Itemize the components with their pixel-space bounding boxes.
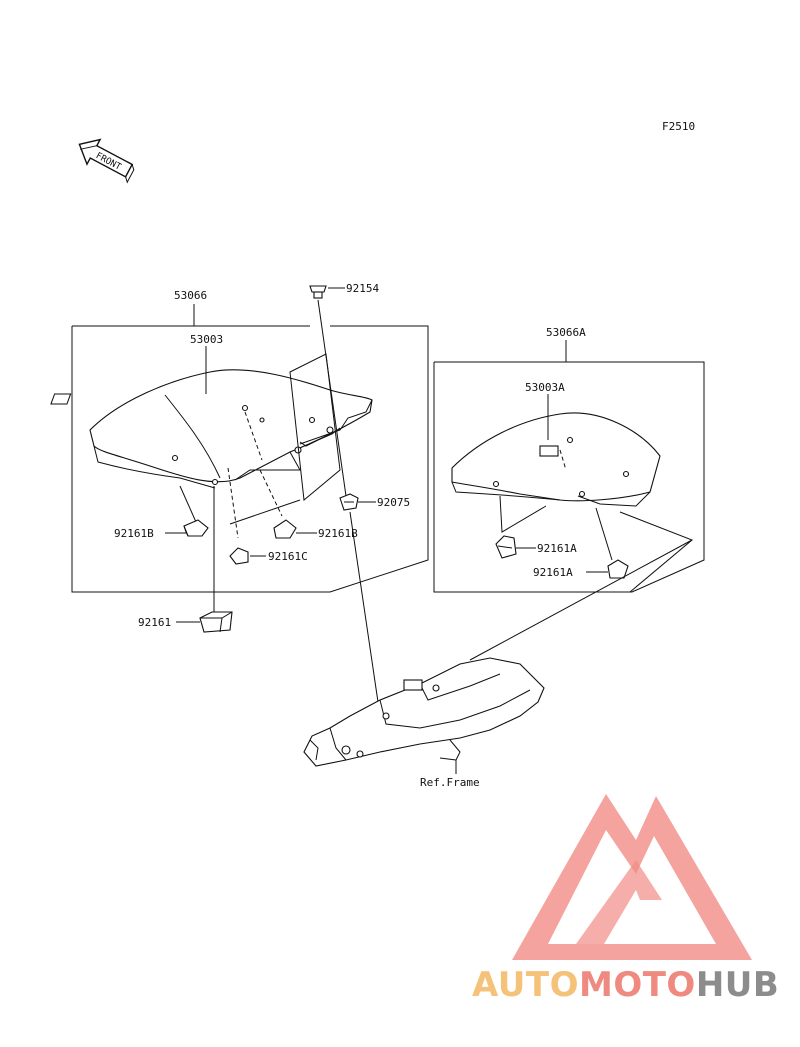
label-92161B-right: 92161B [318,527,358,540]
automotohub-logo [512,794,752,960]
label-92161A-2: 92161A [533,566,573,579]
label-53066: 53066 [174,289,207,302]
watermark-part-hub: HUB [696,965,779,1005]
label-92161A-1: 92161A [537,542,577,555]
label-92154: 92154 [346,282,379,295]
rear-frame [303,657,545,767]
label-ref-frame: Ref.Frame [420,776,480,789]
pad-92161 [199,611,233,633]
grommet-92161B-left [183,519,209,537]
label-53003: 53003 [190,333,223,346]
label-92161C: 92161C [268,550,308,563]
front-arrow-icon: FRONT [78,138,135,184]
grommet-92161A-1 [495,535,517,559]
bolt-92154 [309,285,327,299]
grommet-92161A-2 [607,559,629,579]
assembly-box-53066A [433,361,705,593]
diagram-code: F2510 [662,120,695,133]
watermark-part-moto: MOTO [579,965,696,1005]
grommet-92161C [229,547,249,565]
clip-92075 [339,493,359,511]
grommet-92161B-right [273,519,297,539]
label-53003A: 53003A [525,381,565,394]
watermark-part-auto: AUTO [472,965,579,1005]
label-53066A: 53066A [546,326,586,339]
watermark-text: AUTOMOTOHUB [472,965,779,1005]
label-92161B-left: 92161B [114,527,154,540]
passenger-seat-53003A [451,412,661,507]
label-92161: 92161 [138,616,171,629]
rider-seat-53003 [50,369,373,489]
label-92075: 92075 [377,496,410,509]
